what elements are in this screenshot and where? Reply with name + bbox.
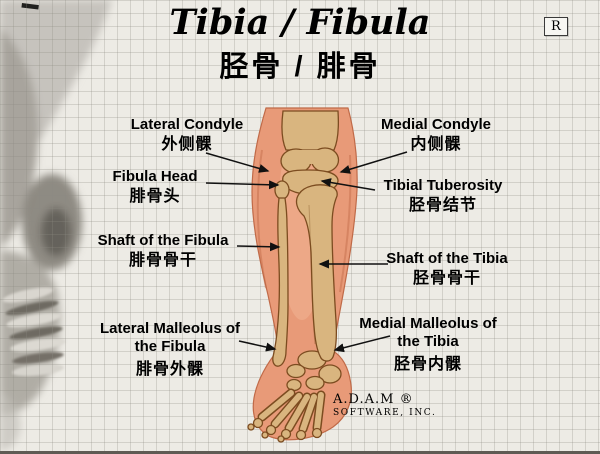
phalanges — [247, 417, 323, 443]
label-shaft-of-the-fibula: Shaft of the Fibula 腓骨骨干 — [98, 232, 229, 271]
label-medial-condyle: Medial Condyle 内侧髁 — [381, 116, 491, 155]
arrow-lateral-condyle — [205, 152, 270, 173]
arrow-tibial-tuberosity — [320, 178, 376, 191]
label-shaft-of-the-tibia-zh: 胫骨骨干 — [412, 270, 481, 287]
tibia-bone — [295, 184, 338, 362]
label-medial-condyle-zh: 内侧髁 — [410, 136, 462, 153]
calcaneus — [318, 364, 342, 384]
label-shaft-of-the-fibula-zh: 腓骨骨干 — [128, 252, 198, 269]
femur — [281, 110, 340, 151]
arrow-shaft-of-the-fibula — [236, 242, 281, 252]
leg-illustration — [247, 107, 358, 443]
label-tibial-tuberosity: Tibial Tuberosity 胫骨结节 — [384, 177, 503, 216]
page-title-zh: 胫骨 / 腓骨 — [219, 51, 381, 83]
arrow-lateral-malleolus — [238, 340, 277, 352]
label-lateral-condyle-en: Lateral Condyle — [130, 116, 244, 133]
foot-bones — [247, 350, 342, 443]
label-fibula-head-zh: 腓骨头 — [129, 188, 181, 205]
label-shaft-of-the-fibula-en: Shaft of the Fibula — [97, 232, 229, 249]
xray-toe-bands — [2, 287, 66, 377]
label-fibula-head-en: Fibula Head — [112, 168, 198, 185]
condyle-join — [294, 150, 324, 164]
metatarsals — [257, 388, 326, 434]
fibula-head-bone — [274, 180, 290, 200]
credit-line2: SOFTWARE, INC. — [333, 408, 437, 418]
arrow-medial-condyle — [339, 151, 408, 174]
knee-bones — [280, 110, 340, 195]
label-shaft-of-the-tibia: Shaft of the Tibia 胫骨骨干 — [386, 250, 507, 289]
label-medial-malleolus-en: Medial Malleolus of the Tibia — [359, 315, 497, 350]
credit-line1: A.D.A.M ® — [333, 392, 414, 407]
tibia-ridge — [308, 204, 316, 345]
label-lateral-condyle-zh: 外侧髁 — [161, 136, 213, 153]
label-lateral-malleolus-en: Lateral Malleolus of the Fibula — [99, 320, 241, 355]
label-tibial-tuberosity-zh: 胫骨结节 — [408, 197, 478, 214]
cuboid — [305, 375, 325, 391]
label-medial-malleolus-zh: 胫骨内髁 — [393, 356, 462, 373]
fibula-bone — [272, 180, 290, 367]
page-title-en: Tibia / Fibula — [169, 2, 431, 43]
label-shaft-of-the-tibia-en: Shaft of the Tibia — [386, 250, 508, 267]
navicular — [286, 363, 306, 379]
orientation-marker-r: R — [544, 17, 568, 36]
adam-software-credit: A.D.A.M ® SOFTWARE, INC. — [333, 392, 436, 418]
background-xray-photo — [0, 0, 112, 451]
label-medial-condyle-en: Medial Condyle — [380, 116, 492, 133]
label-lateral-malleolus: Lateral Malleolus of the Fibula 腓骨外髁 — [95, 320, 245, 380]
arrow-fibula-head — [205, 180, 280, 190]
label-arrows — [205, 151, 408, 353]
fibula-shaft — [272, 197, 289, 367]
label-tibial-tuberosity-en: Tibial Tuberosity — [383, 177, 503, 194]
cuneiform — [286, 378, 302, 392]
label-medial-malleolus: Medial Malleolus of the Tibia 胫骨内髁 — [353, 315, 503, 375]
label-lateral-malleolus-zh: 腓骨外髁 — [135, 361, 204, 378]
label-fibula-head: Fibula Head 腓骨头 — [112, 168, 197, 207]
photo-corner-mark — [21, 3, 39, 10]
label-lateral-condyle: Lateral Condyle 外侧髁 — [131, 116, 244, 155]
arrow-medial-malleolus — [333, 335, 391, 353]
